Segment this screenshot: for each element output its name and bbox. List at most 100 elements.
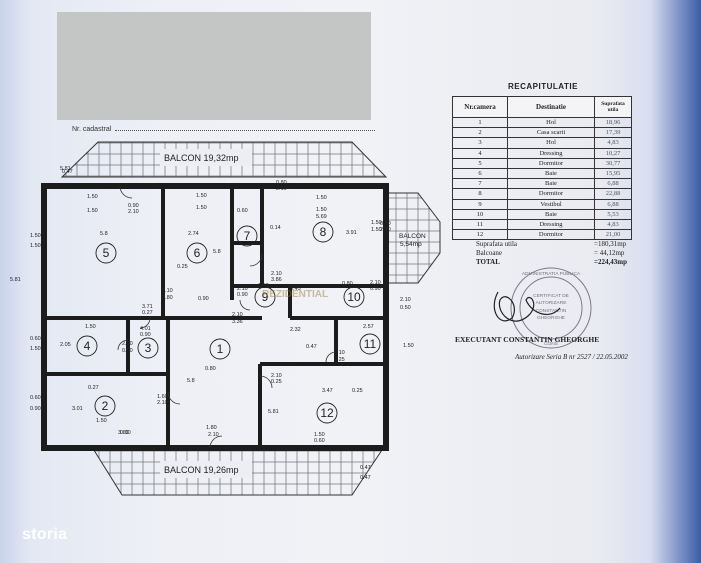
room-number-circles [76, 221, 381, 424]
dimension-label: 0.14 [270, 225, 281, 231]
dimension-label: 2.10 [162, 288, 173, 294]
dimension-label: 0.27 [88, 385, 99, 391]
recap-cell-dest: Casa scarii [507, 127, 595, 139]
recap-cell-dest: Dormitor [507, 188, 595, 200]
room-number: 4 [84, 339, 91, 353]
dimension-label: 3.01 [72, 406, 83, 412]
summary-total: TOTAL =224,43mp [476, 258, 627, 266]
room-number: 9 [262, 290, 269, 304]
dimension-label: 0.60 [120, 430, 131, 436]
dimension-label: 1.50 [316, 195, 327, 201]
dimension-label: 2.10 [157, 400, 168, 406]
room-number: 12 [320, 406, 334, 420]
dimension-label: 0.47 [360, 475, 371, 481]
recap-cell-nr: 4 [452, 147, 508, 159]
recap-cell-dest: Dressing [507, 218, 595, 231]
dimension-label: 2.10 [380, 227, 391, 233]
room-number: 2 [102, 399, 109, 413]
recap-header-destinatie: Destinatie [507, 96, 595, 118]
recap-header-row: Nr.camera Destinatie Suprafata utila [452, 96, 632, 118]
dimension-label: 5.81 [10, 277, 21, 283]
dimension-label: 2.32 [290, 327, 301, 333]
redacted-area [57, 12, 371, 120]
dimension-label: 2.10 [400, 297, 411, 303]
recap-cell-dest: Baie [507, 167, 595, 180]
recap-cell-sup: 22,88 [594, 188, 632, 200]
dimension-label: 2.57 [363, 324, 374, 330]
dimension-label: 0.80 [205, 366, 216, 372]
recap-cell-sup: 30,77 [594, 157, 632, 169]
recap-cell-sup: 6,88 [594, 178, 632, 190]
dimension-label: 2.10 [276, 186, 287, 192]
storia-logo: storia [22, 526, 68, 543]
summary-suprafata-label: Suprafata utila [476, 240, 518, 248]
recap-cell-dest: Baie [507, 178, 595, 190]
balcony-side-label-2: 5,54mp [400, 241, 422, 248]
dimension-label: 2.10 [334, 350, 345, 356]
dimension-label: 1.50 [314, 432, 325, 438]
recap-cell-nr: 7 [452, 178, 508, 190]
dimension-label: 0.47 [62, 169, 73, 175]
room-number: 8 [320, 225, 327, 239]
dimension-label: 0.60 [30, 336, 41, 342]
dimension-label: 2.74 [188, 231, 199, 237]
recap-cell-sup: 21,00 [594, 229, 632, 241]
dimension-label: 0.25 [177, 264, 188, 270]
dimension-label: 0.90 [30, 406, 41, 412]
recap-cell-nr: 9 [452, 198, 508, 210]
dimension-label: 1.50 [85, 324, 96, 330]
dimension-label: 1.50 [87, 208, 98, 214]
room-number: 3 [145, 341, 152, 355]
room-number: 1 [217, 342, 224, 356]
dimension-label: 3.63 [118, 430, 129, 436]
dimension-label: 0.90 [140, 332, 151, 338]
recap-cell-nr: 2 [452, 127, 508, 139]
dimension-label: 0.27 [142, 310, 153, 316]
dimension-label: 1.60 [157, 394, 168, 400]
dimension-label: 0.80 [380, 221, 391, 227]
dimension-label: 2.10 [208, 432, 219, 438]
dimension-label: 3.86 [271, 277, 282, 283]
room-number: 6 [194, 246, 201, 260]
door-swings [117, 185, 337, 449]
executant-line: EXECUTANT CONSTANTIN GHEORGHE [455, 335, 600, 344]
dimension-label: 5.69 [316, 214, 327, 220]
dimension-label: 5.81 [60, 166, 71, 172]
recap-cell-sup: 15,95 [594, 167, 632, 180]
dimension-label: 1.50 [371, 220, 382, 226]
recap-cell-dest: Hol [507, 116, 595, 129]
recap-title: RECAPITULATIE [508, 82, 578, 91]
dimension-label: 2.10 [271, 271, 282, 277]
dimension-label: 3.47 [322, 388, 333, 394]
summary-total-value: =224,43mp [594, 258, 627, 266]
dimension-label: 5.8 [187, 378, 195, 384]
dimension-label: 2.05 [60, 342, 71, 348]
recap-cell-nr: 3 [452, 137, 508, 149]
stamp-text: ADMINISTRATIA PUBLICA [522, 271, 581, 277]
summary-suprafata: Suprafata utila =180,31mp [476, 240, 626, 248]
cadastral-label: Nr. cadastral [72, 126, 112, 133]
dimension-label: 0.47 [306, 344, 317, 350]
dimension-label: 2.10 [122, 341, 133, 347]
summary-balcoane: Balcoane = 44,12mp [476, 249, 624, 257]
dimension-label: 0.60 [237, 208, 248, 214]
recap-cell-sup: 10,27 [594, 147, 632, 159]
summary-balcoane-value: = 44,12mp [594, 249, 625, 257]
dimension-label: 0.90 [128, 203, 139, 209]
recap-cell-sup: 5,53 [594, 208, 632, 220]
dimension-label: 0.25 [352, 388, 363, 394]
recap-cell-sup: 18,96 [594, 116, 632, 129]
recap-cell-dest: Dormitor [507, 157, 595, 169]
room-number: 11 [364, 337, 377, 351]
signature [493, 291, 561, 322]
dimension-label: 1.50 [403, 343, 414, 349]
dimension-label: 2.10 [370, 280, 381, 286]
summary-balcoane-label: Balcoane [476, 249, 503, 257]
